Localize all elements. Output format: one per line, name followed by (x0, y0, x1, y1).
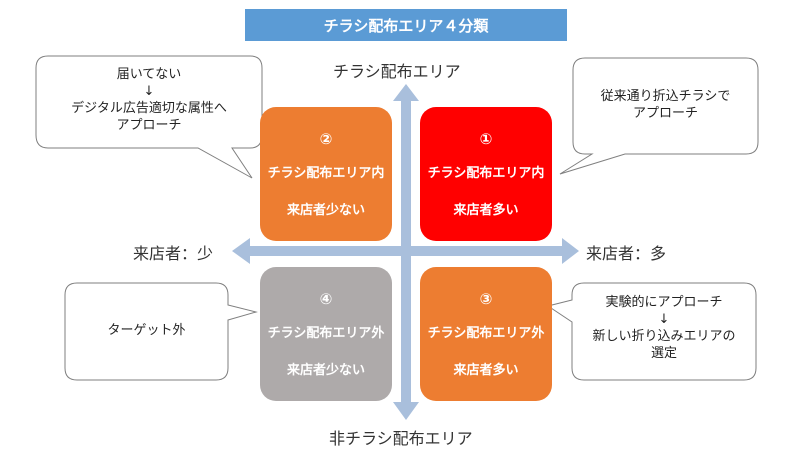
quadrant-number: ① (479, 130, 493, 148)
callout-bubble-bottom-left (64, 282, 258, 381)
callout-text-bottom-right: 実験的にアプローチ ↓ 新しい折り込みエリアの 選定 (572, 294, 756, 362)
callout-text-bottom-left: ターゲット外 (65, 322, 228, 339)
quadrant-3: ③ チラシ配布エリア外 来店者多い (420, 267, 552, 401)
callout-bubble-top-left (35, 55, 263, 179)
callout-bubble-top-right (559, 57, 759, 175)
diagram-title: チラシ配布エリア４分類 (245, 9, 567, 41)
callout-arrow: ↓ (143, 84, 155, 99)
quadrant-line1: チラシ配布エリア内 (267, 166, 385, 181)
quadrant-2: ② チラシ配布エリア内 来店者少ない (260, 107, 392, 241)
horizontal-axis-arrow (232, 238, 579, 264)
callout-line: アプローチ (116, 118, 182, 133)
callout-bubble-bottom-right (546, 282, 757, 381)
callout-arrow: ↓ (658, 312, 670, 327)
callout-line: 届いてない (116, 67, 182, 82)
quadrant-line2: 来店者多い (453, 363, 519, 378)
callout-line: 新しい折り込みエリアの (592, 329, 736, 344)
quadrant-line1: チラシ配布エリア内 (427, 166, 545, 181)
callout-text-top-left: 届いてない ↓ デジタル広告適切な属性へ アプローチ (36, 66, 262, 134)
callout-line: アプローチ (632, 106, 698, 121)
axis-label-bottom: 非チラシ配布エリア (329, 429, 473, 448)
quadrant-line1: チラシ配布エリア外 (427, 326, 545, 341)
quadrant-line2: 来店者多い (453, 203, 519, 218)
axis-label-top: チラシ配布エリア (333, 62, 461, 81)
quadrant-line2: 来店者少ない (286, 203, 365, 218)
axis-label-right: 来店者：多 (586, 244, 667, 263)
callout-line: 実験的にアプローチ (605, 295, 723, 310)
callout-line: 従来通り折込チラシで (600, 89, 731, 104)
quadrant-1: ① チラシ配布エリア内 来店者多い (420, 107, 552, 241)
quadrant-line1: チラシ配布エリア外 (267, 326, 385, 341)
callout-line: デジタル広告適切な属性へ (71, 101, 227, 116)
quadrant-number: ② (319, 130, 333, 148)
callout-text-top-right: 従来通り折込チラシで アプローチ (573, 88, 758, 122)
quadrant-4: ④ チラシ配布エリア外 来店者少ない (260, 267, 392, 401)
quadrant-line2: 来店者少ない (286, 363, 365, 378)
quadrant-number: ④ (319, 290, 333, 308)
callout-line: ターゲット外 (107, 323, 186, 338)
quadrant-number: ③ (479, 290, 493, 308)
callout-line: 選定 (650, 346, 677, 361)
axis-label-left: 来店者：少 (133, 244, 214, 263)
